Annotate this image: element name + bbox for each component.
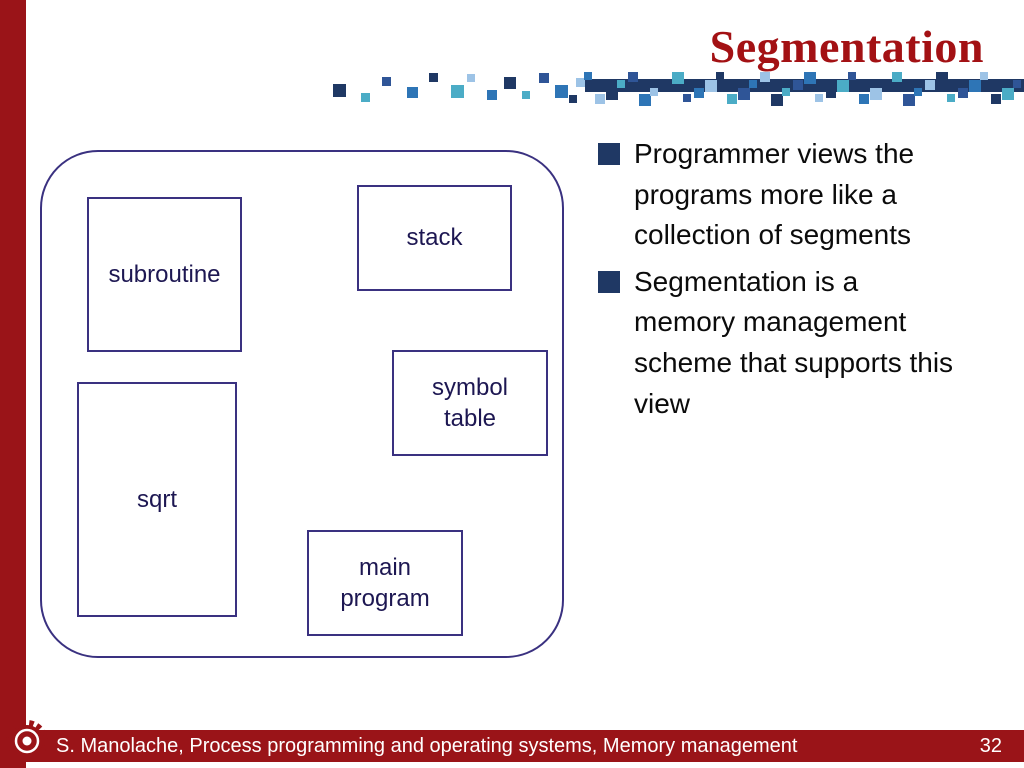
gear-logo-icon — [6, 720, 48, 762]
footer-text: S. Manolache, Process programming and op… — [56, 734, 798, 757]
segment-box-subroutine: subroutine — [87, 197, 242, 352]
segment-box-main-program: main program — [307, 530, 463, 636]
segment-box-sqrt: sqrt — [77, 382, 237, 617]
segment-label: main program — [340, 553, 430, 612]
segment-box-stack: stack — [357, 185, 512, 291]
bullet-square-icon — [598, 143, 620, 165]
segments-diagram: subroutine stack symbol table sqrt main … — [40, 150, 564, 658]
segment-box-symbol-table: symbol table — [392, 350, 548, 456]
bullet-list: Programmer views the programs more like … — [598, 134, 998, 430]
bullet-text: Segmentation is a memory management sche… — [634, 265, 954, 419]
segment-label: stack — [406, 224, 463, 252]
slide-title: Segmentation — [709, 21, 984, 72]
bullet-item: Programmer views the programs more like … — [598, 134, 998, 256]
segment-label: symbol table — [431, 373, 509, 432]
bullet-square-icon — [598, 270, 620, 293]
segment-label: subroutine — [108, 260, 221, 288]
page-number: 32 — [979, 734, 1002, 757]
left-border-strip — [0, 0, 26, 768]
segment-label: sqrt — [136, 485, 177, 513]
footer-bar: S. Manolache, Process programming and op… — [0, 730, 1024, 762]
bullet-text: Programmer views the programs more like … — [634, 138, 915, 251]
bullet-item: Segmentation is a memory management sche… — [598, 262, 998, 424]
